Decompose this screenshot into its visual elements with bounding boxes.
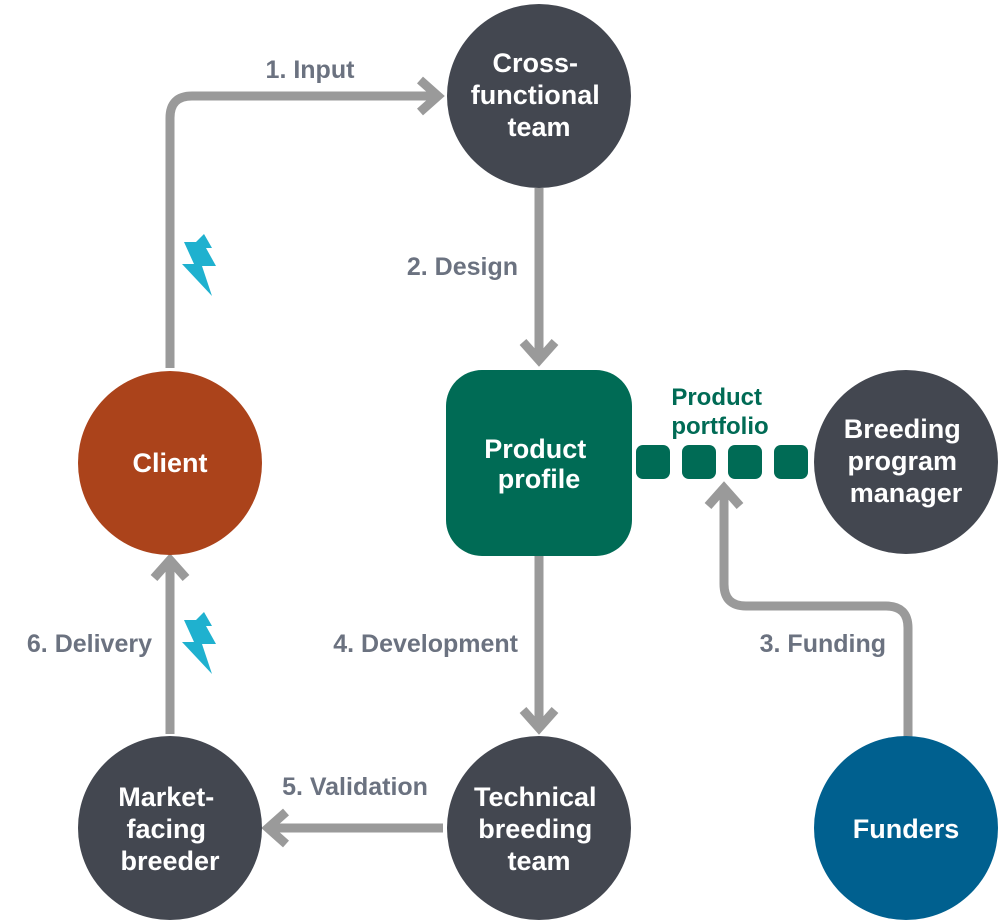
node-client: Client [78, 371, 262, 555]
edge-label-input: 1. Input [266, 56, 356, 84]
node-product-profile: Product profile [446, 370, 632, 556]
edge-label-funding: 3. Funding [760, 630, 886, 658]
development-arrowhead [519, 707, 559, 735]
edge-label-design: 2. Design [407, 253, 518, 281]
svg-text:Funders: Funders [853, 814, 960, 844]
portfolio-square [682, 445, 716, 479]
delivery-arrowhead [150, 553, 190, 581]
funding-connector [719, 490, 913, 738]
portfolio-square [728, 445, 762, 479]
svg-text:Market- facing bre: Market- facing breeder [118, 782, 222, 876]
node-market-facing-breeder: Market- facing breeder [78, 736, 262, 920]
input-connector [165, 91, 436, 368]
node-cross-functional-team: Cross- functional team [447, 4, 631, 188]
svg-text:Technical breeding: Technical breeding team [474, 782, 604, 876]
node-breeding-program-manager: Breeding program manager [814, 370, 998, 554]
design-arrowhead [519, 339, 559, 367]
svg-text:Breeding program m: Breeding program manager [844, 414, 969, 508]
svg-text:Cross- functional: Cross- functional team [471, 48, 608, 142]
input-arrowhead [417, 76, 445, 116]
product-portfolio-squares [636, 445, 808, 479]
funding-arrowhead [704, 481, 744, 509]
node-technical-breeding-team: Technical breeding team [447, 736, 631, 920]
node-funders: Funders [814, 736, 998, 920]
portfolio-square [636, 445, 670, 479]
portfolio-square [774, 445, 808, 479]
edge-label-delivery: 6. Delivery [27, 630, 152, 658]
svg-text:Product profile: Product profile [484, 434, 594, 494]
edge-label-development: 4. Development [333, 630, 518, 658]
edge-label-validation: 5. Validation [282, 773, 428, 801]
validation-arrowhead [261, 808, 289, 848]
lightning-bolt-icon [182, 234, 216, 296]
svg-text:Client: Client [132, 448, 207, 478]
portfolio-label: Product portfolio [671, 384, 768, 440]
lightning-bolt-icon [182, 612, 216, 674]
